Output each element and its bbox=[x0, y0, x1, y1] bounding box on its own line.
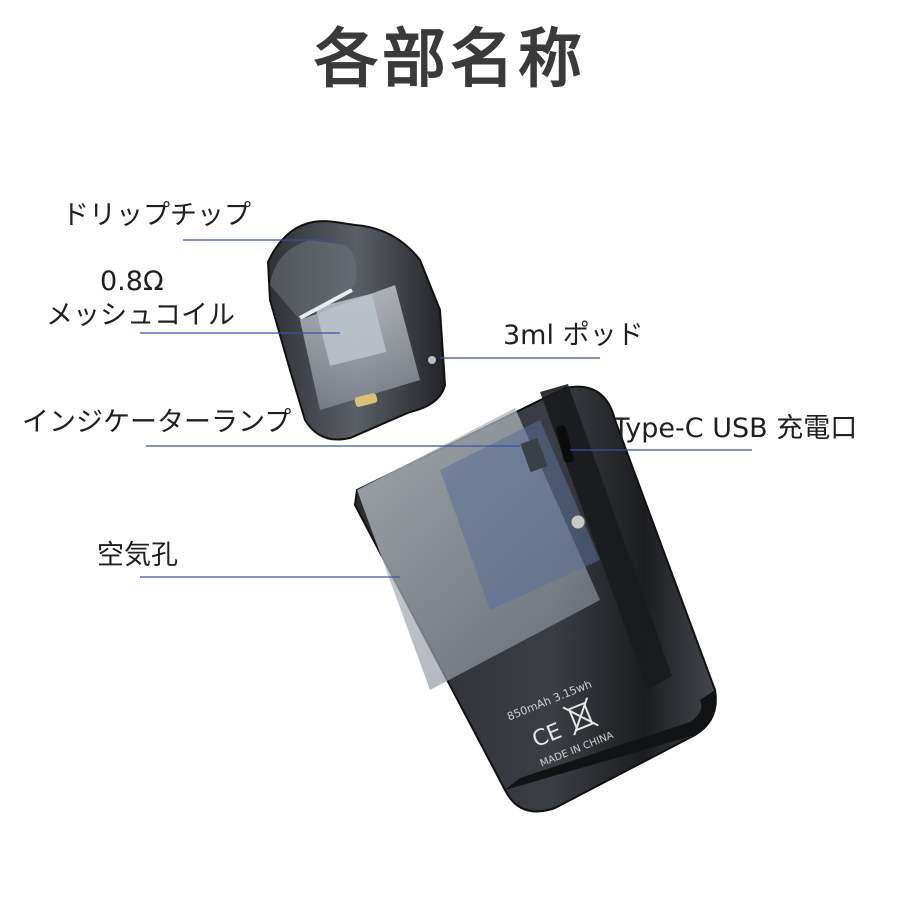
label-usb: Type-C USB 充電口 bbox=[613, 413, 858, 444]
device-body bbox=[353, 384, 717, 813]
leader-lines bbox=[140, 239, 752, 578]
pod-cartridge bbox=[266, 220, 447, 441]
label-coil-ohm: 0.8Ω bbox=[100, 266, 164, 297]
label-pod: 3ml ポッド bbox=[503, 320, 644, 351]
label-coil-name: メッシュコイル bbox=[46, 300, 235, 331]
label-indicator: インジケーターランプ bbox=[22, 407, 292, 438]
weee-icon bbox=[562, 697, 599, 736]
page-title: 各部名称 bbox=[314, 23, 586, 97]
label-airflow: 空気孔 bbox=[97, 540, 178, 571]
label-drip-tip: ドリップチップ bbox=[62, 200, 251, 231]
